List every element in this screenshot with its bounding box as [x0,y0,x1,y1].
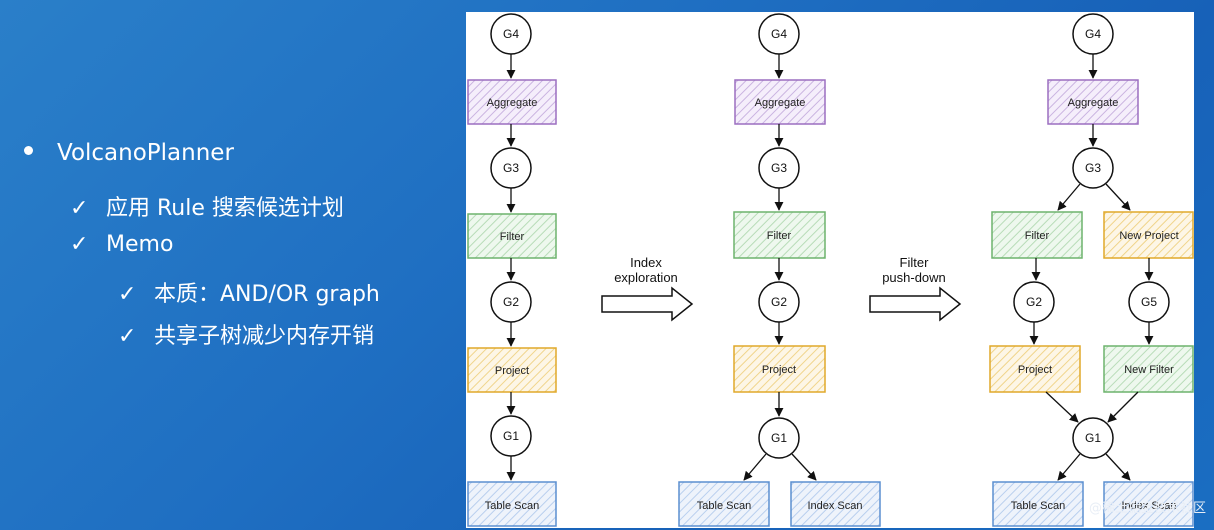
group-label-g1: G1 [503,429,519,443]
aggregate-node [467,79,557,125]
transform1-line2: exploration [614,270,678,285]
filter-label: Filter [767,230,792,242]
filter-node [733,211,826,259]
sub-bullet-memo-text: Memo [106,232,174,257]
group-label-g3: G3 [503,161,519,175]
sub-bullet-rule-text: 应用 Rule 搜索候选计划 [106,196,344,221]
table-scan-label: Table Scan [485,500,539,512]
aggregate-label: Aggregate [1068,97,1119,109]
aggregate-label: Aggregate [487,97,538,109]
new-filter-label: New Filter [1124,364,1174,376]
filter-node [467,213,557,259]
column-original: G4 Aggregate G3 Filter G2 Project G1 Tab… [467,13,557,527]
project-label: Project [495,365,529,377]
sub-bullet-memo: ✓ Memo [70,232,173,257]
sub-bullet-andor-text: 本质：AND/OR graph [154,282,380,307]
sub-bullet-shared-text: 共享子树减少内存开销 [154,324,375,349]
index-scan-node [1103,481,1194,527]
group-label-g1: G1 [771,431,787,445]
check-icon: ✓ [70,232,89,257]
big-arrow-icon [601,286,694,322]
group-label-g2: G2 [771,295,787,309]
filter-label: Filter [1025,230,1050,242]
group-label-g1: G1 [1085,431,1101,445]
index-scan-label: Index Scan [807,500,862,512]
table-scan-label: Table Scan [1011,500,1065,512]
check-icon: ✓ [70,196,89,221]
group-label-g2: G2 [1026,295,1042,309]
group-node-g3 [1072,147,1114,189]
project-label: Project [762,364,796,376]
new-project-node [1103,211,1194,259]
group-label-g2: G2 [503,295,519,309]
project-node [989,345,1081,393]
bullet-dot [24,146,33,155]
sub-bullet-andor: ✓ 本质：AND/OR graph [118,276,380,308]
aggregate-node [1047,79,1139,125]
group-label-g4: G4 [1085,27,1101,41]
index-scan-label: Index Scan [1121,500,1176,512]
index-scan-node [790,481,881,527]
aggregate-label: Aggregate [755,97,806,109]
group-label-g3: G3 [771,161,787,175]
project-label: Project [1018,364,1052,376]
memo-diagram: G4 Aggregate G3 Filter G2 Project G1 Tab… [467,13,1194,527]
aggregate-node [734,79,826,125]
column-index-exploration: G4 Aggregate G3 Filter G2 Project G1 Tab… [678,13,881,527]
bullet-volcanoplanner: VolcanoPlanner [24,140,424,166]
group-node-g1 [758,417,800,459]
check-icon: ✓ [118,282,137,307]
new-project-label: New Project [1119,230,1178,242]
new-filter-node [1103,345,1194,393]
group-label-g3: G3 [1085,161,1101,175]
transform-arrow-index-exploration: Index exploration [601,255,694,322]
filter-label: Filter [500,231,525,243]
table-scan-label: Table Scan [697,500,751,512]
watermark: @稀土掘金技术社区 [1088,501,1206,516]
group-label-g4: G4 [771,27,787,41]
group-node-g1 [1072,417,1114,459]
project-node [467,347,557,393]
bullet-volcanoplanner-text: VolcanoPlanner [57,140,234,166]
group-label-g5: G5 [1141,295,1157,309]
project-node [733,345,826,393]
check-icon: ✓ [118,324,137,349]
transform-arrow-filter-pushdown: Filter push-down [869,255,962,322]
transform1-line1: Index [630,255,662,270]
column-filter-pushdown: G4 Aggregate G3 Filter New Project G2 G5… [989,13,1194,527]
transform2-line1: Filter [900,255,930,270]
sub-bullet-shared: ✓ 共享子树减少内存开销 [118,318,374,350]
transform2-line2: push-down [882,270,946,285]
table-scan-node [678,481,770,527]
table-scan-node [467,481,557,527]
group-label-g4: G4 [503,27,519,41]
filter-node [991,211,1083,259]
diagram-panel: G4 Aggregate G3 Filter G2 Project G1 Tab… [466,12,1194,528]
big-arrow-icon [869,286,962,322]
sub-bullet-rule: ✓ 应用 Rule 搜索候选计划 [70,190,344,222]
table-scan-node [992,481,1084,527]
